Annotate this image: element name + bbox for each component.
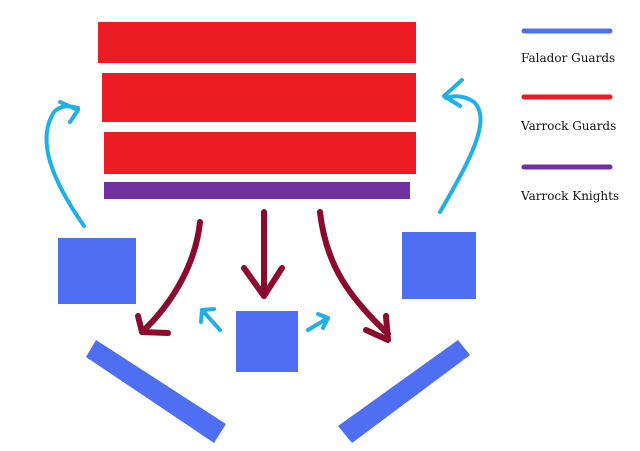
- advance-arrow-left-head: [135, 313, 171, 336]
- varrock-guards-row-2: [102, 73, 416, 122]
- varrock-guards-formation: [98, 22, 416, 174]
- flank-arrow-small-right: [306, 316, 330, 332]
- advance-arrow-left: [139, 219, 203, 335]
- legend: Falador Guards Varrock Guards Varrock Kn…: [520, 28, 619, 203]
- flank-arrow-right: [438, 94, 483, 214]
- flank-arrow-small-left: [200, 308, 222, 332]
- varrock-guards-row-1: [98, 22, 416, 63]
- legend-label-falador-guards: Falador Guards: [521, 51, 615, 65]
- falador-squad-left: [58, 238, 136, 304]
- flank-arrow-small-right-head: [316, 312, 330, 330]
- advance-arrow-right: [317, 209, 391, 337]
- falador-wall-left: [86, 340, 226, 443]
- varrock-advance-arrows: [135, 209, 391, 343]
- varrock-knights-row: [104, 182, 410, 199]
- varrock-guards-row-3: [104, 132, 416, 174]
- falador-squad-center: [236, 311, 298, 372]
- falador-flank-arrows: [44, 78, 483, 332]
- legend-label-varrock-knights: Varrock Knights: [520, 189, 619, 203]
- flank-arrow-small-left-head: [199, 307, 216, 324]
- falador-squad-right: [402, 232, 476, 299]
- flank-arrow-right-head: [442, 78, 464, 108]
- flank-arrow-left-head: [58, 100, 80, 124]
- advance-arrow-right-head: [363, 313, 391, 343]
- flank-arrow-left: [44, 104, 86, 228]
- falador-wall-right: [338, 340, 470, 443]
- advance-arrow-center-head: [241, 265, 285, 299]
- legend-label-varrock-guards: Varrock Guards: [520, 119, 616, 133]
- falador-guards-formation: [58, 232, 476, 443]
